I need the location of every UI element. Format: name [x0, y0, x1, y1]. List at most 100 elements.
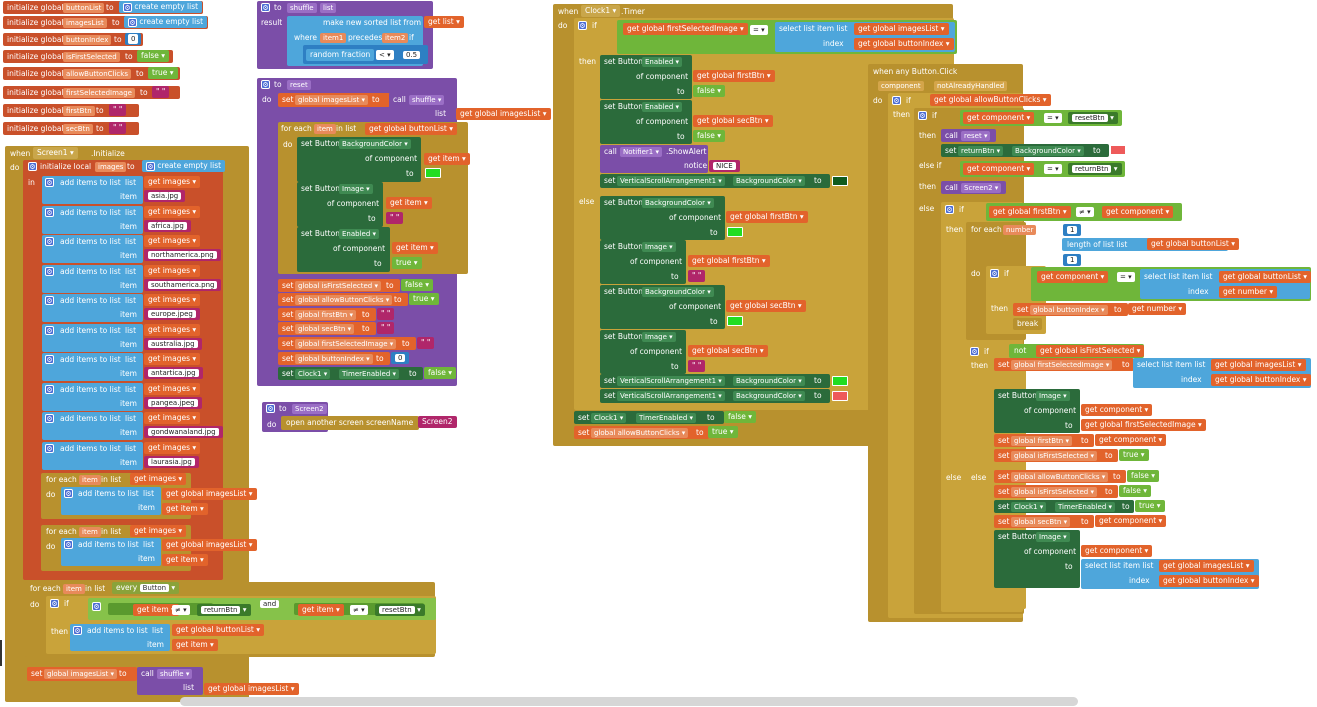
get-item-block[interactable]: get item ▾ [162, 503, 208, 515]
text-block[interactable]: " " [377, 322, 395, 334]
set-button-image-component[interactable]: set Button. Image ▾ of component to [994, 530, 1080, 588]
property-dropdown[interactable]: TimerEnabled ▾ [1055, 502, 1116, 512]
gear-icon[interactable]: ⚙ [261, 80, 270, 89]
global-name[interactable]: buttonIndex [63, 35, 112, 45]
get-component-block[interactable]: get component ▾ [963, 163, 1035, 175]
component-dropdown[interactable]: Clock1 ▾ [591, 413, 627, 423]
set-clock-timerenabled[interactable]: set Clock1 ▾ TimerEnabled ▾ to [574, 411, 724, 424]
set-button-bg-firstbtn[interactable]: set Button. BackgroundColor ▾ of compone… [600, 196, 725, 240]
eq-dropdown[interactable]: = ▾ [1044, 164, 1062, 174]
gear-icon[interactable]: ⚙ [578, 21, 587, 30]
gear-icon[interactable]: ⚙ [45, 325, 54, 335]
compare-eq-block[interactable]: get component ▾ = ▾ select list item lis… [1031, 267, 1311, 301]
get-images-block[interactable]: get images ▾ [130, 473, 187, 485]
get-global-buttonIndex-block[interactable]: get global buttonIndex ▾ [1159, 575, 1259, 587]
property-dropdown[interactable]: BackgroundColor ▾ [733, 176, 805, 186]
get-global-imagesList-block[interactable]: get global imagesList ▾ [1159, 560, 1254, 572]
var-dropdown[interactable]: global buttonIndex ▾ [295, 354, 373, 364]
set-global-buttonIndex[interactable]: set global buttonIndex ▾ to [1013, 303, 1128, 316]
gear-icon[interactable]: ⚙ [28, 162, 37, 171]
var-dropdown[interactable]: global imagesList ▾ [44, 669, 118, 679]
get-global-imagesList-block[interactable]: get global imagesList ▾ [456, 108, 551, 120]
gear-icon[interactable]: ⚙ [45, 237, 54, 246]
get-global-secBtn-block[interactable]: get global secBtn ▾ [688, 345, 768, 357]
get-images-block[interactable]: get images ▾ [144, 176, 201, 188]
gear-icon[interactable]: ⚙ [970, 347, 979, 356]
gear-icon[interactable]: ⚙ [45, 355, 54, 364]
boolean-block[interactable]: false ▾ [424, 367, 456, 379]
boolean-block[interactable]: false ▾ [693, 85, 725, 97]
component-resetBtn-block[interactable]: resetBtn ▾ [1068, 112, 1118, 124]
property-dropdown[interactable]: BackgroundColor ▾ [733, 376, 805, 386]
call-screen2-block[interactable]: call Screen2 ▾ [941, 181, 1006, 194]
create-empty-list-block[interactable]: ⚙ create empty list [119, 1, 203, 13]
get-component-block[interactable]: get component ▾ [1037, 271, 1109, 283]
boolean-block[interactable]: true ▾ [1135, 500, 1165, 512]
property-dropdown[interactable]: Image ▾ [1036, 532, 1070, 542]
gear-icon[interactable]: ⚙ [73, 626, 82, 635]
get-images-block[interactable]: get images ▾ [144, 412, 201, 424]
gear-icon[interactable]: ⚙ [45, 296, 54, 305]
var-dropdown[interactable]: global firstBtn ▾ [1011, 436, 1072, 446]
color-swatch-darkgreen[interactable] [832, 176, 848, 186]
component-dropdown[interactable]: Clock1 ▾ [295, 369, 331, 379]
call-shuffle-block[interactable]: call shuffle ▾ list [389, 93, 455, 121]
loop-var[interactable]: number [1003, 225, 1037, 235]
get-item-block[interactable]: get item ▾ [162, 554, 208, 566]
get-global-buttonList-block[interactable]: get global buttonList ▾ [1147, 238, 1239, 250]
local-name[interactable]: images [95, 162, 127, 172]
eq-dropdown[interactable]: = ▾ [750, 25, 768, 35]
text-block-nice[interactable]: NICE [709, 160, 740, 172]
get-component-block[interactable]: get component ▾ [1081, 545, 1153, 557]
call-shuffle-block[interactable]: call shuffle ▾ list [137, 667, 203, 695]
set-button-backgroundcolor[interactable]: set Button. BackgroundColor ▾ of compone… [297, 137, 421, 182]
text-block-filename[interactable]: laurasia.jpg [144, 455, 199, 468]
gear-icon[interactable]: ⚙ [64, 540, 73, 549]
gear-icon[interactable]: ⚙ [45, 443, 54, 453]
set-button-image-component[interactable]: set Button. Image ▾ of component to [994, 389, 1080, 433]
create-empty-list-block[interactable]: ⚙ create empty list [124, 16, 208, 28]
random-fraction-block[interactable]: random fraction [306, 49, 375, 61]
get-component-block[interactable]: get component ▾ [1095, 434, 1167, 446]
text-block[interactable]: " " [109, 104, 127, 116]
global-init-imagesList[interactable]: initialize global imagesList to ⚙ create… [3, 16, 208, 29]
property-dropdown[interactable]: TimerEnabled ▾ [636, 413, 697, 423]
neq-dropdown[interactable]: ≠ ▾ [1076, 207, 1094, 217]
property-dropdown[interactable]: BackgroundColor ▾ [642, 287, 714, 297]
length-of-list-block[interactable]: length of list list get global buttonLis… [1062, 238, 1239, 251]
global-init-isFirstSelected[interactable]: initialize global isFirstSelected to fal… [3, 50, 173, 63]
set-returnBtn-bgcolor[interactable]: set returnBtn ▾ BackgroundColor ▾ to [941, 144, 1109, 157]
set-global-imagesList[interactable]: set global imagesList ▾ to [27, 667, 137, 681]
color-swatch-green[interactable] [832, 376, 848, 386]
component-dropdown[interactable]: Clock1 ▾ [1011, 502, 1047, 512]
text-block-filename[interactable]: africa.jpg [144, 219, 191, 232]
boolean-block[interactable]: false ▾ [401, 279, 433, 291]
lt-dropdown[interactable]: < ▾ [376, 50, 394, 60]
proc-name[interactable]: shuffle [287, 3, 317, 13]
text-block-filename[interactable]: antartica.jpg [144, 367, 203, 379]
set-global-firstSelectedImage[interactable]: set global firstSelectedImage ▾ to [994, 358, 1134, 371]
not-block[interactable]: not get global isFirstSelected ▾ [1009, 344, 1145, 358]
get-item-block[interactable]: get item ▾ [424, 153, 470, 165]
global-name[interactable]: allowButtonClicks [63, 69, 131, 79]
get-images-block[interactable]: get images ▾ [144, 205, 201, 218]
var-dropdown[interactable]: global imagesList ▾ [295, 95, 369, 105]
get-item-block[interactable]: get item ▾ [172, 639, 218, 651]
text-block[interactable]: " " [688, 360, 706, 372]
var-dropdown[interactable]: global allowButtonClicks ▾ [295, 295, 393, 305]
global-init-allowButtonClicks[interactable]: initialize global allowButtonClicks to t… [3, 67, 180, 80]
property-dropdown[interactable]: TimerEnabled ▾ [339, 369, 400, 379]
get-component-block[interactable]: get component ▾ [1095, 515, 1167, 527]
var-dropdown[interactable]: global firstSelectedImage ▾ [295, 339, 397, 349]
set-button-enabled[interactable]: set Button. Enabled ▾ of component to [297, 227, 390, 272]
and-block[interactable]: ⚙ get item ▾ ≠ ▾ returnBtn ▾ and get ite… [88, 598, 436, 620]
get-global-firstBtn-block[interactable]: get global firstBtn ▾ [989, 206, 1071, 218]
component-dropdown[interactable]: Clock1 ▾ [581, 5, 621, 17]
